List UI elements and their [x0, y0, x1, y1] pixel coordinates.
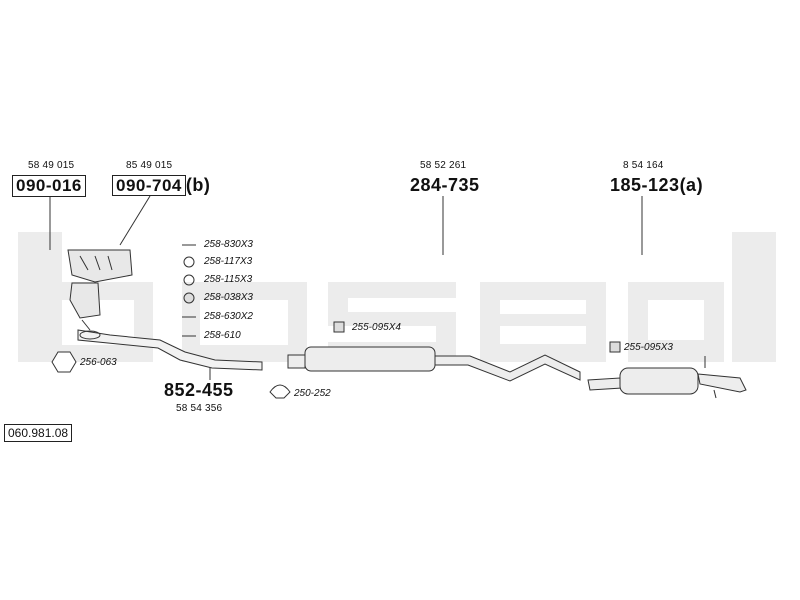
fittings-icons [182, 244, 196, 337]
fitting-label[interactable]: 258-830X3 [204, 239, 253, 250]
mount-middle-label[interactable]: 255-095X4 [352, 322, 401, 333]
front-pipe-drawing [77, 329, 263, 371]
middle-silencer-oe-number: 58 52 261 [420, 160, 467, 171]
fitting-label[interactable]: 258-117X3 [204, 256, 253, 267]
fitting-label[interactable]: 258-038X3 [204, 292, 253, 303]
front-pipe-oe-number: 58 54 356 [176, 403, 223, 414]
clamp-drawing [269, 384, 291, 399]
catalyst-oe-number: 58 49 015 [28, 160, 75, 171]
clamp-label[interactable]: 250-252 [294, 388, 331, 399]
mount-middle-icon [333, 321, 345, 333]
manifold-oe-number: 85 49 015 [126, 160, 173, 171]
rear-silencer-oe-number: 8 54 164 [623, 160, 664, 171]
fitting-label[interactable]: 258-115X3 [204, 274, 253, 285]
middle-silencer-code[interactable]: 284-735 [410, 175, 480, 195]
manifold-catalyst-drawing [67, 249, 133, 331]
manifold-code[interactable]: 090-704 [112, 175, 186, 196]
rear-silencer-drawing [587, 356, 747, 399]
catalyst-code-box[interactable]: 090-016 [12, 175, 86, 197]
rear-silencer-suffix: (a) [679, 175, 704, 195]
manifold-code-group: 090-704(b) [112, 175, 210, 196]
front-pipe-code[interactable]: 852-455 [164, 380, 234, 400]
rear-silencer-code[interactable]: 185-123 [610, 175, 680, 195]
catalyst-code: 090-016 [16, 176, 82, 195]
fitting-label[interactable]: 258-610 [204, 330, 241, 341]
gasket-drawing [51, 351, 77, 373]
diagram-code: 060.981.08 [4, 424, 73, 442]
gasket-label[interactable]: 256-063 [80, 357, 117, 368]
manifold-suffix: (b) [185, 175, 211, 195]
rear-silencer-code-group: 185-123(a) [610, 175, 703, 196]
middle-silencer-drawing [287, 346, 581, 382]
mount-rear-icon [609, 341, 621, 353]
leader-line-manifold [119, 195, 151, 246]
fitting-label[interactable]: 258-630X2 [204, 311, 253, 322]
mount-rear-label[interactable]: 255-095X3 [624, 342, 673, 353]
